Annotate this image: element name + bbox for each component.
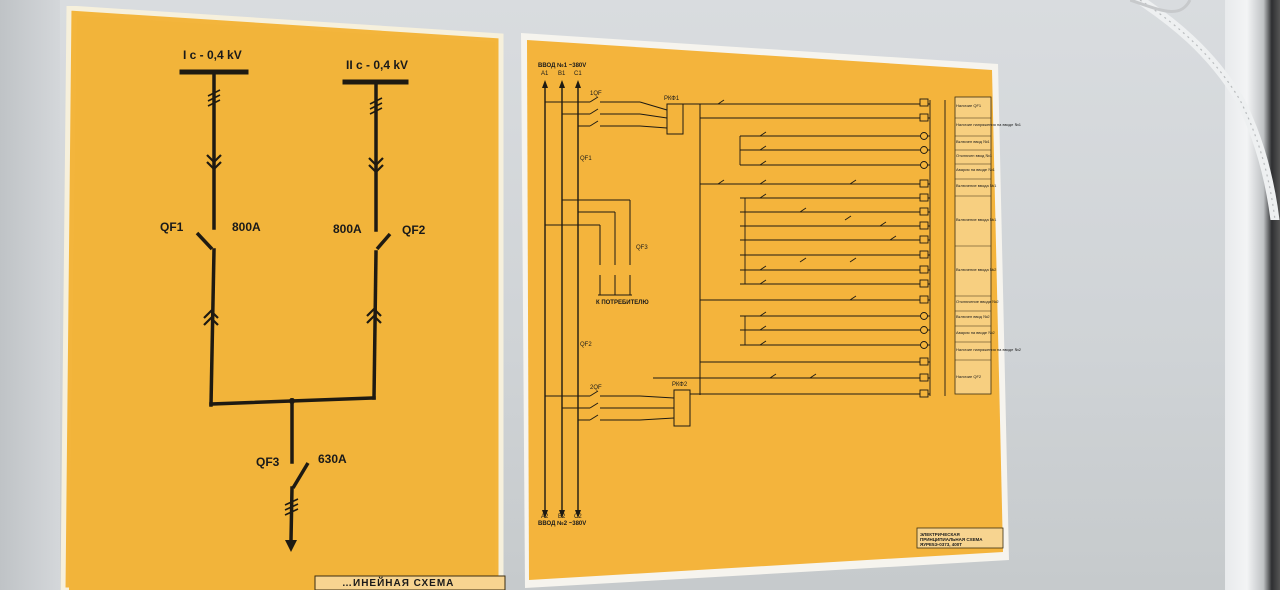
legend-row: Наличие напряжения на вводе №2 <box>956 347 1021 352</box>
qf2-label: QF2 <box>402 223 426 237</box>
output-arrow <box>285 540 297 552</box>
relay-1-tag: РКФ1 <box>664 96 680 102</box>
coiled-cable <box>1130 0 1280 220</box>
qf1-rating: 800A <box>232 220 261 234</box>
left-footer-title: …ИНЕЙНАЯ СХЕМА <box>342 578 455 589</box>
consumer-label: К ПОТРЕБИТЕЛЮ <box>596 300 649 306</box>
right-footer-box <box>916 527 1004 549</box>
legend-row: Включение ввода №2 <box>956 267 997 272</box>
phase-a2: A2 <box>541 514 549 520</box>
bus1-label: I c - 0,4 kV <box>183 48 242 62</box>
left-board-shape <box>60 6 506 590</box>
phase-b1: B1 <box>558 71 566 77</box>
legend-row: Отключен ввод №1 <box>956 153 992 158</box>
qf2-rating: 800A <box>333 222 362 236</box>
breaker-1qf: 1QF <box>590 91 602 97</box>
phase-b2: B2 <box>558 514 566 520</box>
legend-row: Наличие QF2 <box>956 374 982 379</box>
coils-lamps <box>919 98 929 398</box>
qf3-rating: 630A <box>318 452 347 466</box>
right-footer-title: ЭЛЕКТРИЧЕСКАЯ ПРИНЦИПИАЛЬНАЯ СХЕМА ЯУРЕ5… <box>920 532 983 547</box>
legend-column <box>954 96 992 395</box>
input1-label: ВВОД №1 ~380V <box>538 63 587 69</box>
cabinet-edge <box>0 0 60 590</box>
legend-row: Включен ввод №2 <box>956 314 990 319</box>
relay-2-tag: РКФ2 <box>672 382 688 388</box>
qf3-label: QF3 <box>256 455 280 469</box>
qf1-contact <box>195 231 214 251</box>
qf3-contact <box>291 462 310 489</box>
legend-row: Включение ввода №1 <box>956 217 997 222</box>
legend-row: Отключение ввода №2 <box>956 299 999 304</box>
input2-label: ВВОД №2 ~380V <box>538 521 587 527</box>
bus2-label: II c - 0,4 kV <box>346 58 409 72</box>
phase-c1: C1 <box>574 71 582 77</box>
legend-row: Авария на вводе №2 <box>956 330 995 335</box>
legend-row: Наличие QF1 <box>956 103 982 108</box>
legend-row: Авария на вводе №1 <box>956 167 995 172</box>
legend-row: Включен ввод №1 <box>956 139 990 144</box>
qf1-label: QF1 <box>160 220 184 234</box>
qf2-tag: QF2 <box>580 342 592 348</box>
phase-c2: C2 <box>574 514 582 520</box>
qf3-tag: QF3 <box>636 245 648 251</box>
qf1-tag: QF1 <box>580 156 592 162</box>
left-schematic-board <box>55 6 507 590</box>
legend-row: Наличие напряжения на вводе №1 <box>956 122 1021 127</box>
qf2-contact <box>375 232 392 251</box>
legend-row: Включение ввода №1 <box>956 183 997 188</box>
breaker-2qf: 2QF <box>590 385 602 391</box>
phase-a1: A1 <box>541 71 549 77</box>
